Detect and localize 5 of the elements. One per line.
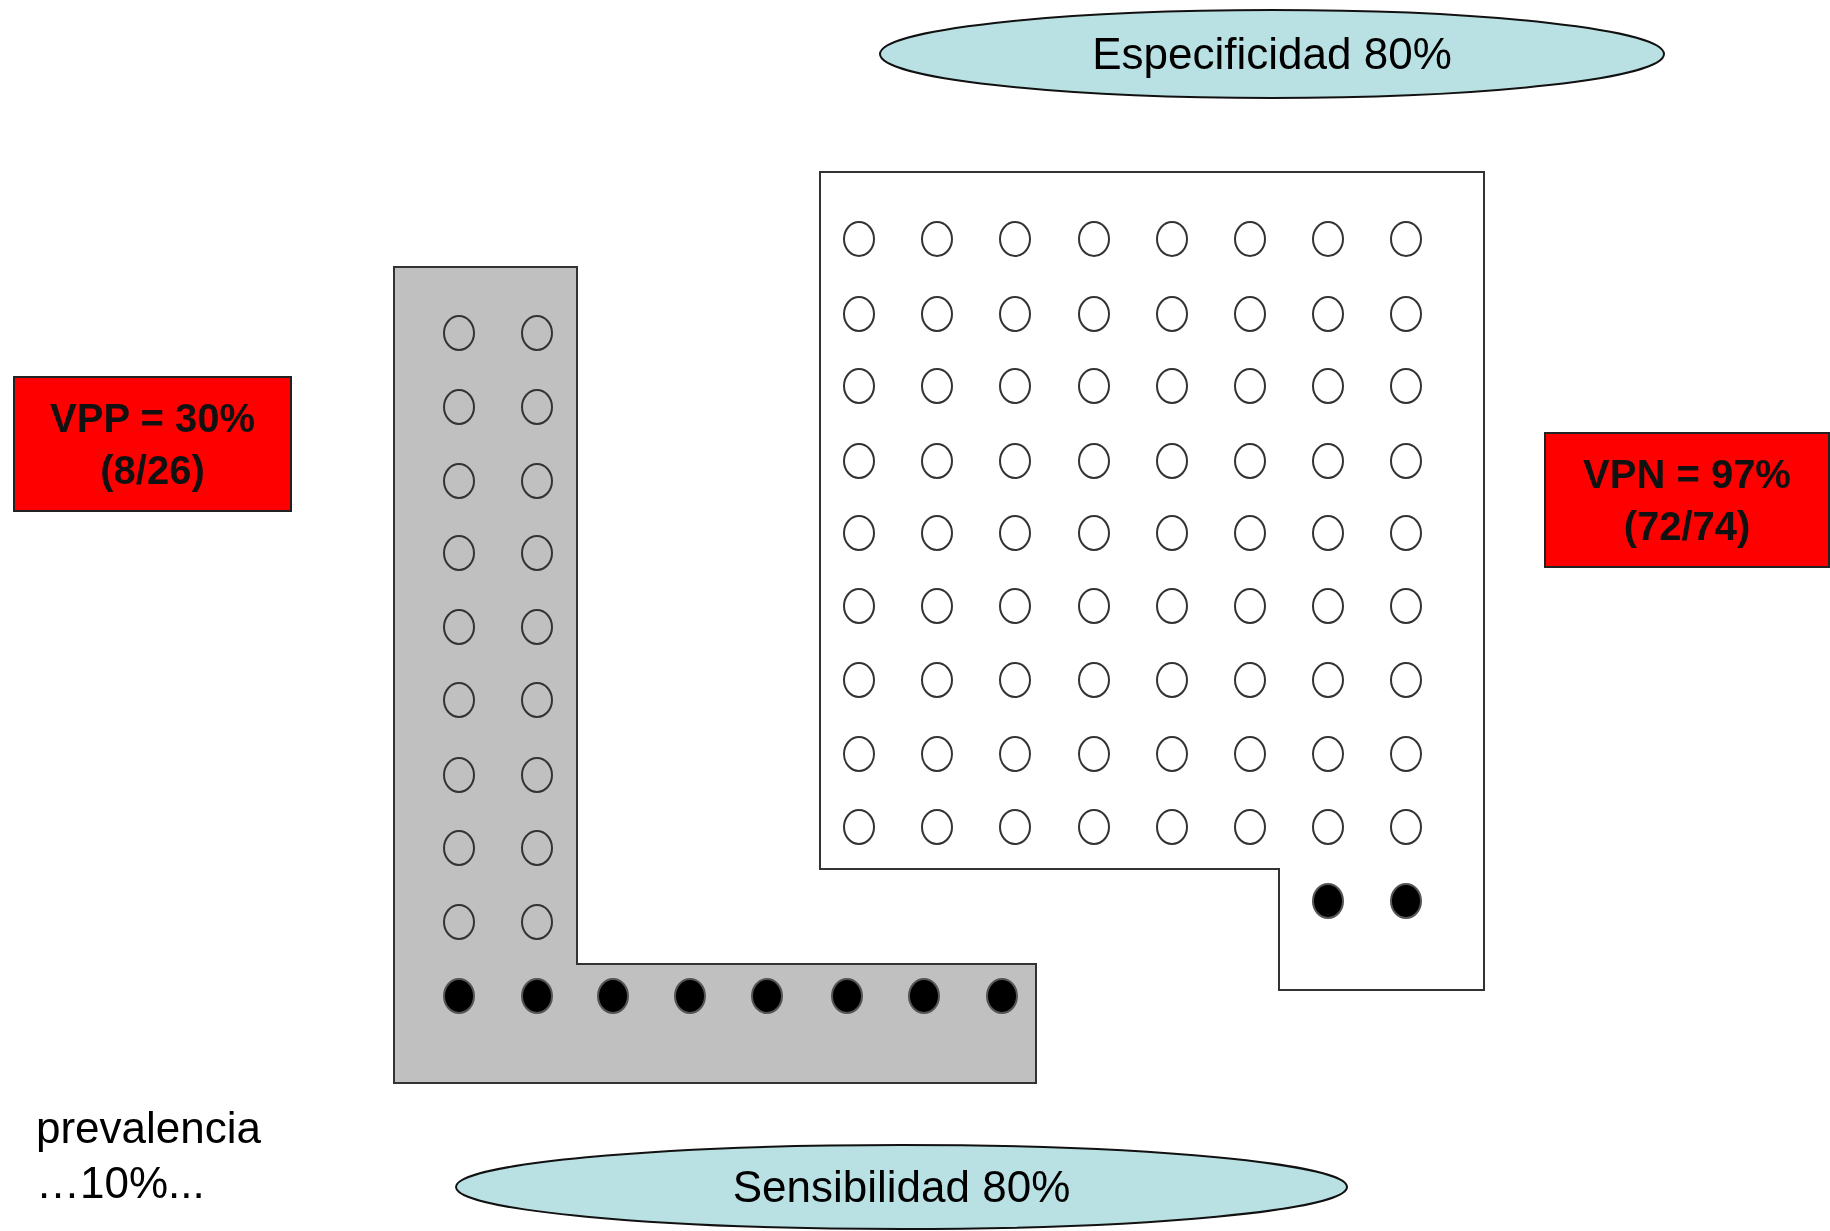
- oval-label: Sensibilidad 80%: [732, 1162, 1071, 1212]
- value-text: VPP = 30% (8/26): [49, 395, 256, 494]
- value-text: VPN = 97% (72/74): [1582, 451, 1792, 550]
- oval-label: Especificidad 80%: [1092, 29, 1452, 79]
- note-text: prevalencia …10%...: [36, 1102, 263, 1209]
